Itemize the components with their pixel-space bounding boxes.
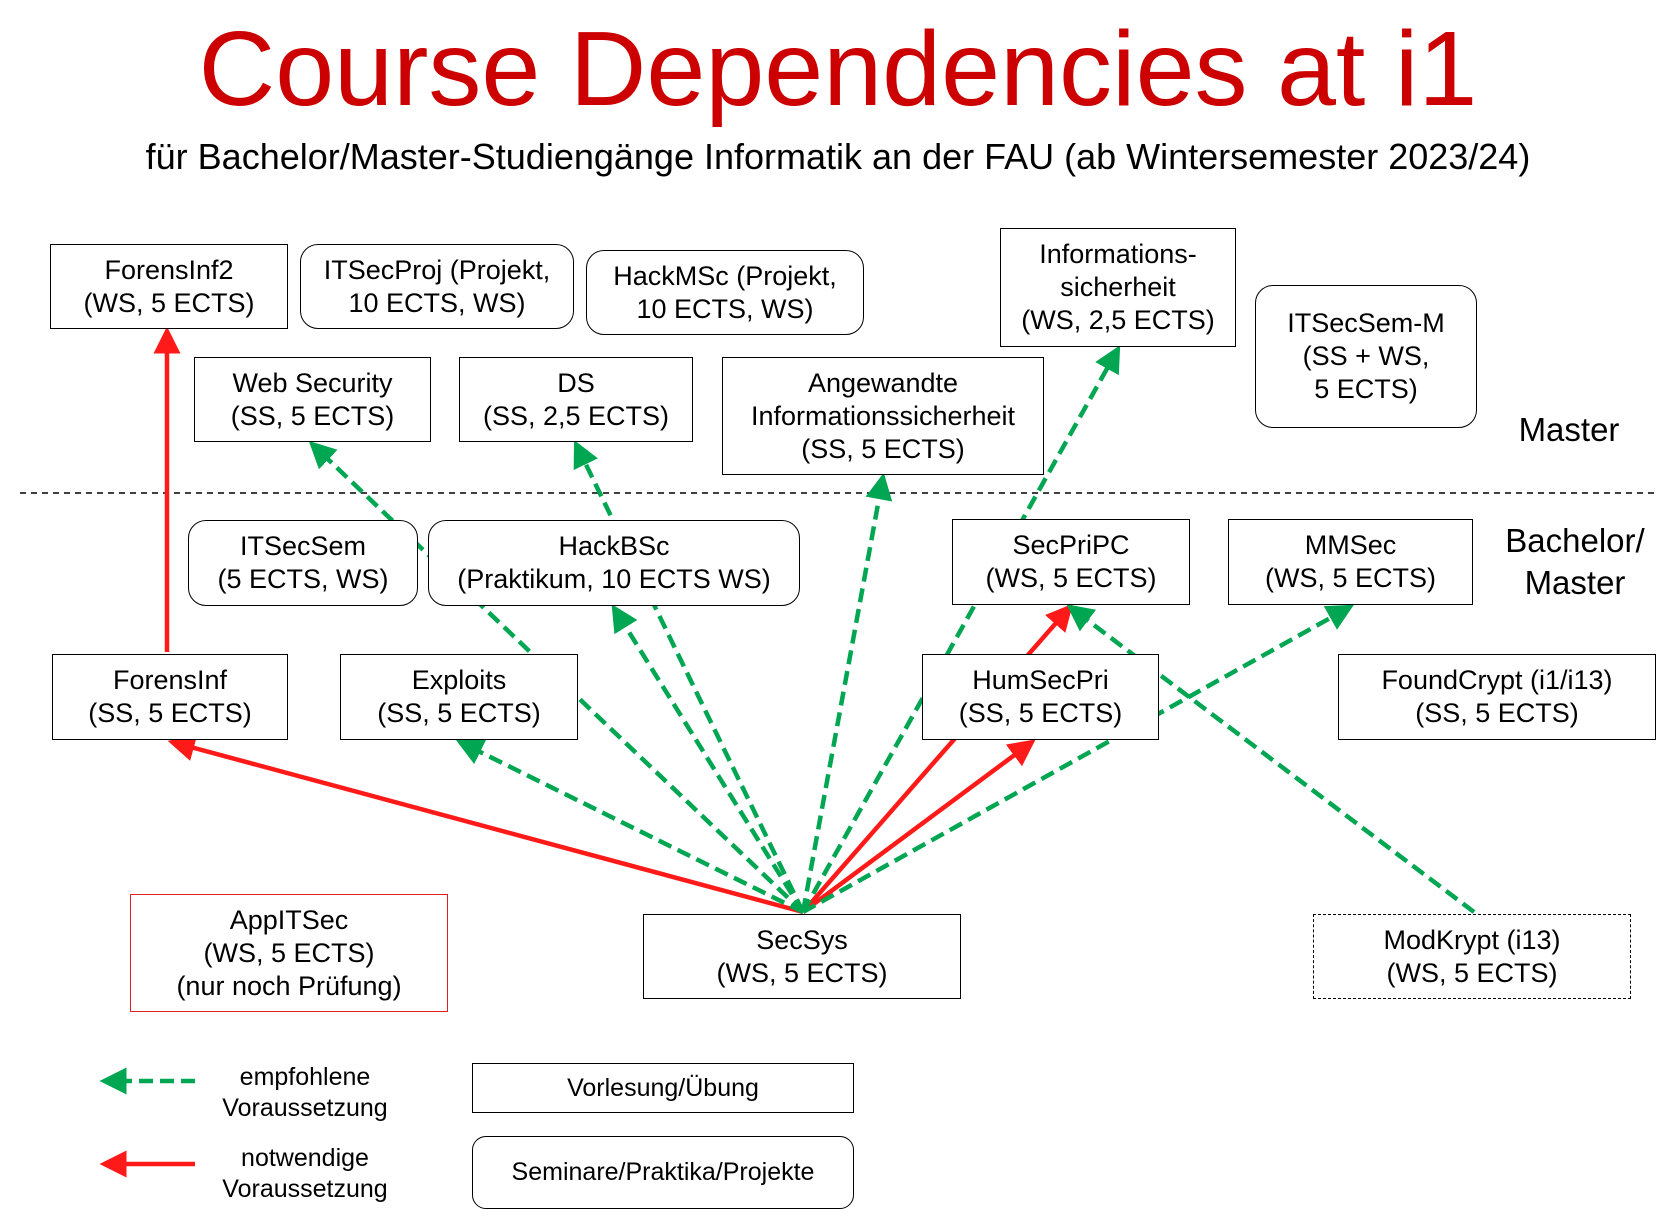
course-secsys: SecSys (WS, 5 ECTS) (643, 914, 961, 999)
course-itsecsem: ITSecSem (5 ECTS, WS) (188, 520, 418, 606)
legend-lecture-box: Vorlesung/Übung (472, 1063, 854, 1113)
course-hackmsc: HackMSc (Projekt, 10 ECTS, WS) (586, 250, 864, 335)
arrow-secsys-to-humsecpri (801, 739, 1036, 914)
arrow-secsys-to-hackbsc (611, 604, 805, 914)
arrow-secsys-to-informationssicherheit (801, 345, 1121, 914)
course-itsecsem-m: ITSecSem-M (SS + WS, 5 ECTS) (1255, 285, 1477, 428)
course-itsecproj: ITSecProj (Projekt, 10 ECTS, WS) (300, 244, 574, 329)
course-modkrypt: ModKrypt (i13) (WS, 5 ECTS) (1313, 914, 1631, 999)
course-appitsec: AppITSec (WS, 5 ECTS) (nur noch Prüfung) (130, 894, 448, 1012)
course-informationssicherheit: Informations- sicherheit (WS, 2,5 ECTS) (1000, 228, 1236, 347)
arrow-secsys-to-angewandte (800, 472, 893, 913)
course-ds: DS (SS, 2,5 ECTS) (459, 357, 693, 442)
legend-seminar-box: Seminare/Praktika/Projekte (472, 1136, 854, 1209)
arrow-secsys-to-exploits (455, 739, 804, 915)
course-websecurity: Web Security (SS, 5 ECTS) (194, 357, 431, 442)
course-foundcrypt: FoundCrypt (i1/i13) (SS, 5 ECTS) (1338, 654, 1656, 740)
legend-required-label: notwendige Voraussetzung (222, 1144, 388, 1203)
arrow-secsys-to-secpripc (801, 603, 1073, 914)
course-secpripc: SecPriPC (WS, 5 ECTS) (952, 519, 1190, 605)
course-hackbsc: HackBSc (Praktikum, 10 ECTS WS) (428, 520, 800, 606)
course-forensinf2: ForensInf2 (WS, 5 ECTS) (50, 244, 288, 329)
course-humsecpri: HumSecPri (SS, 5 ECTS) (922, 654, 1159, 740)
course-mmsec: MMSec (WS, 5 ECTS) (1228, 519, 1473, 605)
page-subtitle: für Bachelor/Master-Studiengänge Informa… (145, 136, 1531, 177)
legend-recommended-label: empfohlene Voraussetzung (222, 1063, 388, 1122)
course-angewandte: Angewandte Informationssicherheit (SS, 5… (722, 357, 1044, 475)
course-exploits: Exploits (SS, 5 ECTS) (340, 654, 578, 740)
level-label-bachelor-master: Bachelor/ Master (1505, 522, 1645, 601)
arrow-secsys-to-forensinf (167, 734, 804, 915)
arrow-secsys-to-ds (573, 439, 806, 913)
page-title: Course Dependencies at i1 (198, 10, 1478, 128)
level-label-master: Master (1518, 411, 1620, 448)
course-forensinf: ForensInf (SS, 5 ECTS) (52, 654, 288, 740)
arrow-secsys-to-mmsec (801, 604, 1354, 914)
